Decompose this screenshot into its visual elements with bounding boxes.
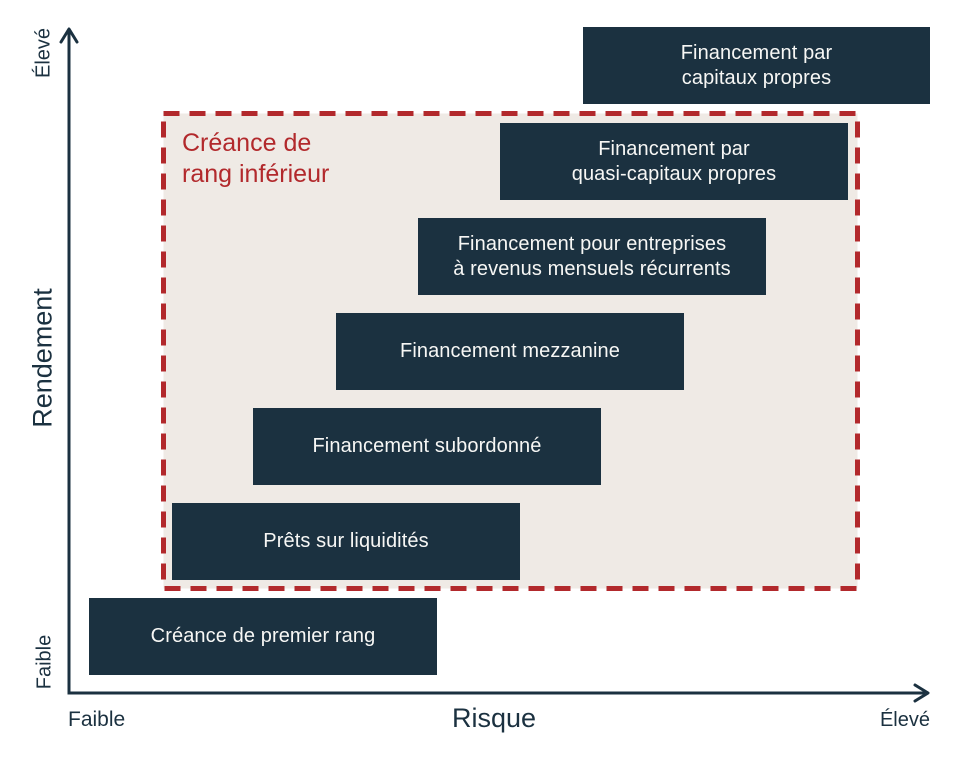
box-label: Créance de premier rang bbox=[150, 625, 376, 647]
box-label: Financement subordonné bbox=[312, 435, 542, 457]
x-axis-title: Risque bbox=[451, 703, 537, 733]
box-label: Financement par quasi-capitaux propres bbox=[571, 137, 777, 185]
x-axis-max-label: Élevé bbox=[879, 709, 930, 731]
box-label: Financement mezzanine bbox=[400, 340, 620, 362]
y-axis-max-label: Élevé bbox=[32, 27, 55, 79]
x-axis-arrow-icon bbox=[913, 683, 930, 703]
box-prets-sur-liquidites: Prêts sur liquidités bbox=[172, 503, 520, 580]
box-creance-de-premier-rang: Créance de premier rang bbox=[89, 598, 437, 675]
y-axis-min-label: Faible bbox=[33, 634, 56, 690]
box-financement-quasi-capitaux-propres: Financement par quasi-capitaux propres bbox=[500, 123, 848, 200]
y-axis-title: Rendement bbox=[27, 288, 58, 428]
box-financement-mezzanine: Financement mezzanine bbox=[336, 313, 684, 390]
box-label: Prêts sur liquidités bbox=[263, 530, 429, 552]
box-financement-revenus-mensuels-recurrents: Financement pour entreprises à revenus m… bbox=[418, 218, 766, 295]
junior-debt-region-label: Créance de rang inférieur bbox=[182, 129, 330, 188]
box-label: Financement pour entreprises à revenus m… bbox=[453, 232, 731, 280]
x-axis-min-label: Faible bbox=[68, 708, 126, 731]
y-axis-arrow-icon bbox=[59, 27, 79, 44]
box-financement-capitaux-propres: Financement par capitaux propres bbox=[583, 27, 930, 104]
box-label: Financement par capitaux propres bbox=[680, 41, 833, 89]
box-financement-subordonne: Financement subordonné bbox=[253, 408, 601, 485]
